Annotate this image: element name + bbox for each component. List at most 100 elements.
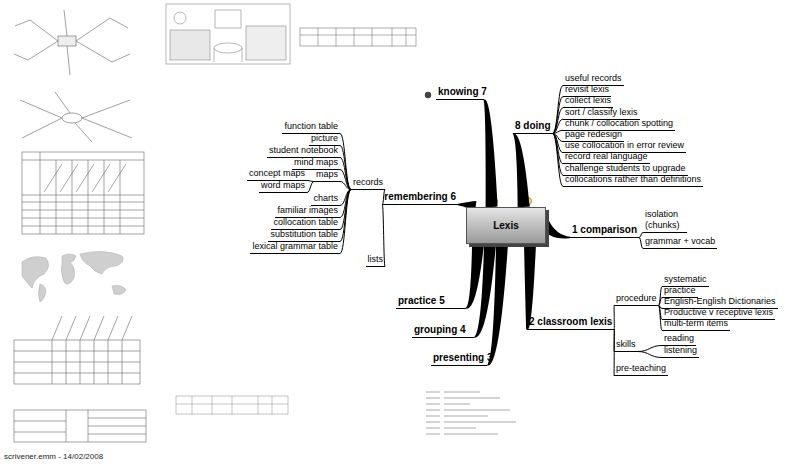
- main-branch-topic: 2 classroom lexis: [527, 316, 614, 330]
- main-branch: [543, 220, 570, 238]
- topic-text: record real language: [565, 151, 648, 161]
- main-branch-topic: presenting 3: [431, 352, 487, 366]
- mini-substitution-table: [14, 410, 146, 442]
- branch-line: [638, 352, 663, 358]
- mini-spider-diagram: [20, 92, 132, 142]
- branch-line: [307, 181, 314, 182]
- topic-text: student notebook: [269, 145, 338, 155]
- topic-text: pre-teaching: [616, 363, 666, 373]
- mini-grid-table: [22, 152, 144, 234]
- topic-text: collect lexis: [565, 95, 611, 105]
- branch-line: [553, 86, 563, 134]
- topic-text: procedure: [616, 293, 657, 303]
- topic-text: 8 doing: [515, 120, 551, 131]
- topic-text: maps: [316, 169, 338, 179]
- topic-text: grouping 4: [414, 324, 466, 335]
- main-branch-topic: 8 doing: [513, 120, 553, 134]
- sub-topic: pre-teaching: [614, 363, 668, 376]
- main-branch: [512, 133, 529, 207]
- mini-function-table: [300, 28, 416, 46]
- topic-text: familiar images: [277, 205, 338, 215]
- topic-text: collocation table: [273, 217, 338, 227]
- topic-text: Productive v receptive lexis: [664, 307, 773, 317]
- sub-topic: grammar + vocab: [643, 236, 717, 249]
- sub-topic: lexical grammar table: [250, 241, 340, 254]
- branch-line: [553, 119, 563, 133]
- topic-text: reading: [664, 333, 694, 343]
- topic-text: presenting 3: [433, 352, 492, 363]
- topic-text: multi-term items: [664, 318, 728, 328]
- topic-text: word maps: [261, 180, 305, 190]
- topic-text: skills: [616, 339, 636, 349]
- topic-text: English-English Dictionaries: [664, 296, 776, 306]
- topic-text: substitution table: [270, 229, 338, 239]
- topic-text: use collocation in error review: [565, 140, 684, 150]
- branch-line: [340, 182, 351, 190]
- main-branch: [483, 99, 497, 207]
- sub-topic: lists: [366, 254, 386, 267]
- topic-text: charts: [313, 193, 338, 203]
- branch-line: [340, 170, 351, 190]
- sub-topic: maps: [314, 169, 340, 182]
- topic-text: concept maps: [249, 168, 305, 178]
- branch-line: [340, 146, 351, 190]
- branch-line: [340, 134, 351, 190]
- branch-line: [307, 182, 314, 193]
- branch-line: [340, 190, 351, 254]
- branch-line: [553, 108, 563, 134]
- topic-text: collocations rather than definitions: [565, 174, 701, 184]
- branch-line: [553, 134, 563, 187]
- sub-topic: records: [351, 177, 385, 190]
- topic-text: remembering 6: [384, 191, 456, 202]
- branch-line: [553, 134, 563, 176]
- sub-topic: isolation (chunks): [643, 209, 687, 233]
- topic-text: listening: [664, 345, 697, 355]
- mini-lexical-table: [176, 396, 288, 414]
- sub-topic: collocations rather than definitions: [563, 174, 703, 187]
- main-branch: [486, 243, 508, 365]
- topic-text: practice: [664, 285, 696, 295]
- main-branch-topic: remembering 6: [382, 191, 458, 205]
- file-note: scrivener.emm - 14/02/2008: [4, 452, 103, 461]
- bullet-dot: [425, 92, 431, 98]
- kitchen-picture: [166, 4, 290, 64]
- sub-topic: word maps: [259, 180, 307, 193]
- branch-line: [340, 190, 351, 242]
- mini-mind-map: [14, 10, 130, 75]
- main-branch-topic: practice 5: [396, 295, 466, 309]
- main-branch: [465, 243, 484, 309]
- topic-text: records: [353, 177, 383, 187]
- topic-text: knowing 7: [438, 86, 487, 97]
- topic-text: page redesign: [565, 129, 622, 139]
- mini-world-map: [22, 251, 126, 302]
- sub-topic: skills: [614, 339, 638, 352]
- main-branch-topic: knowing 7: [436, 86, 484, 100]
- topic-text: mind maps: [294, 157, 338, 167]
- topic-text: useful records: [565, 73, 622, 83]
- branch-line: [614, 306, 615, 330]
- branch-line: [553, 130, 563, 133]
- sub-topic: listening: [662, 345, 699, 358]
- topic-text: revisit lexis: [565, 84, 609, 94]
- main-branch-topic: 1 comparison: [570, 224, 639, 238]
- topic-text: function table: [284, 121, 338, 131]
- topic-text: 1 comparison: [572, 224, 637, 235]
- branch-line: [553, 97, 563, 134]
- branch-line: [638, 346, 663, 352]
- topic-text: isolation (chunks): [645, 209, 680, 230]
- sub-topic: multi-term items: [662, 318, 730, 331]
- topic-text: grammar + vocab: [645, 236, 715, 246]
- topic-text: practice 5: [398, 295, 445, 306]
- topic-text: lexical grammar table: [252, 241, 338, 251]
- central-topic-box: Lexis: [466, 207, 546, 244]
- main-branch: [473, 243, 496, 338]
- main-branch-topic: grouping 4: [412, 324, 474, 338]
- topic-text: picture: [311, 133, 338, 143]
- topic-text: 2 classroom lexis: [529, 316, 612, 327]
- topic-text: Lexis: [493, 220, 519, 231]
- mini-tilted-table: [14, 316, 140, 384]
- branch-line: [340, 158, 351, 190]
- topic-text: systematic: [664, 274, 707, 284]
